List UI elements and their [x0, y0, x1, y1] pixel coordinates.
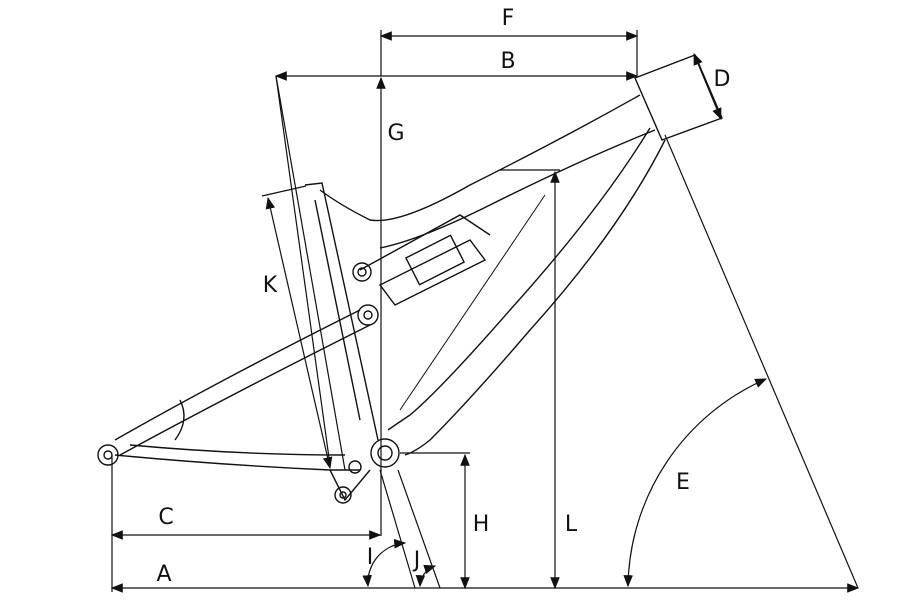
- label-H: H: [472, 512, 490, 537]
- label-D: D: [713, 67, 731, 92]
- label-G: G: [387, 121, 405, 146]
- bike-frame: [97, 54, 723, 504]
- dim-K: [265, 196, 333, 470]
- label-E: E: [676, 470, 690, 495]
- label-C: C: [158, 505, 174, 530]
- head-angle-line: [664, 134, 859, 589]
- label-L: L: [564, 512, 578, 537]
- dim-J-arc: [415, 564, 437, 588]
- label-F: F: [501, 6, 515, 31]
- label-B: B: [500, 49, 516, 74]
- dim-E-arc: [623, 378, 768, 588]
- label-J: J: [413, 548, 421, 573]
- label-A: A: [156, 562, 172, 587]
- label-I: I: [366, 545, 374, 570]
- dim-I-arc: [362, 538, 407, 588]
- label-K: K: [262, 273, 278, 298]
